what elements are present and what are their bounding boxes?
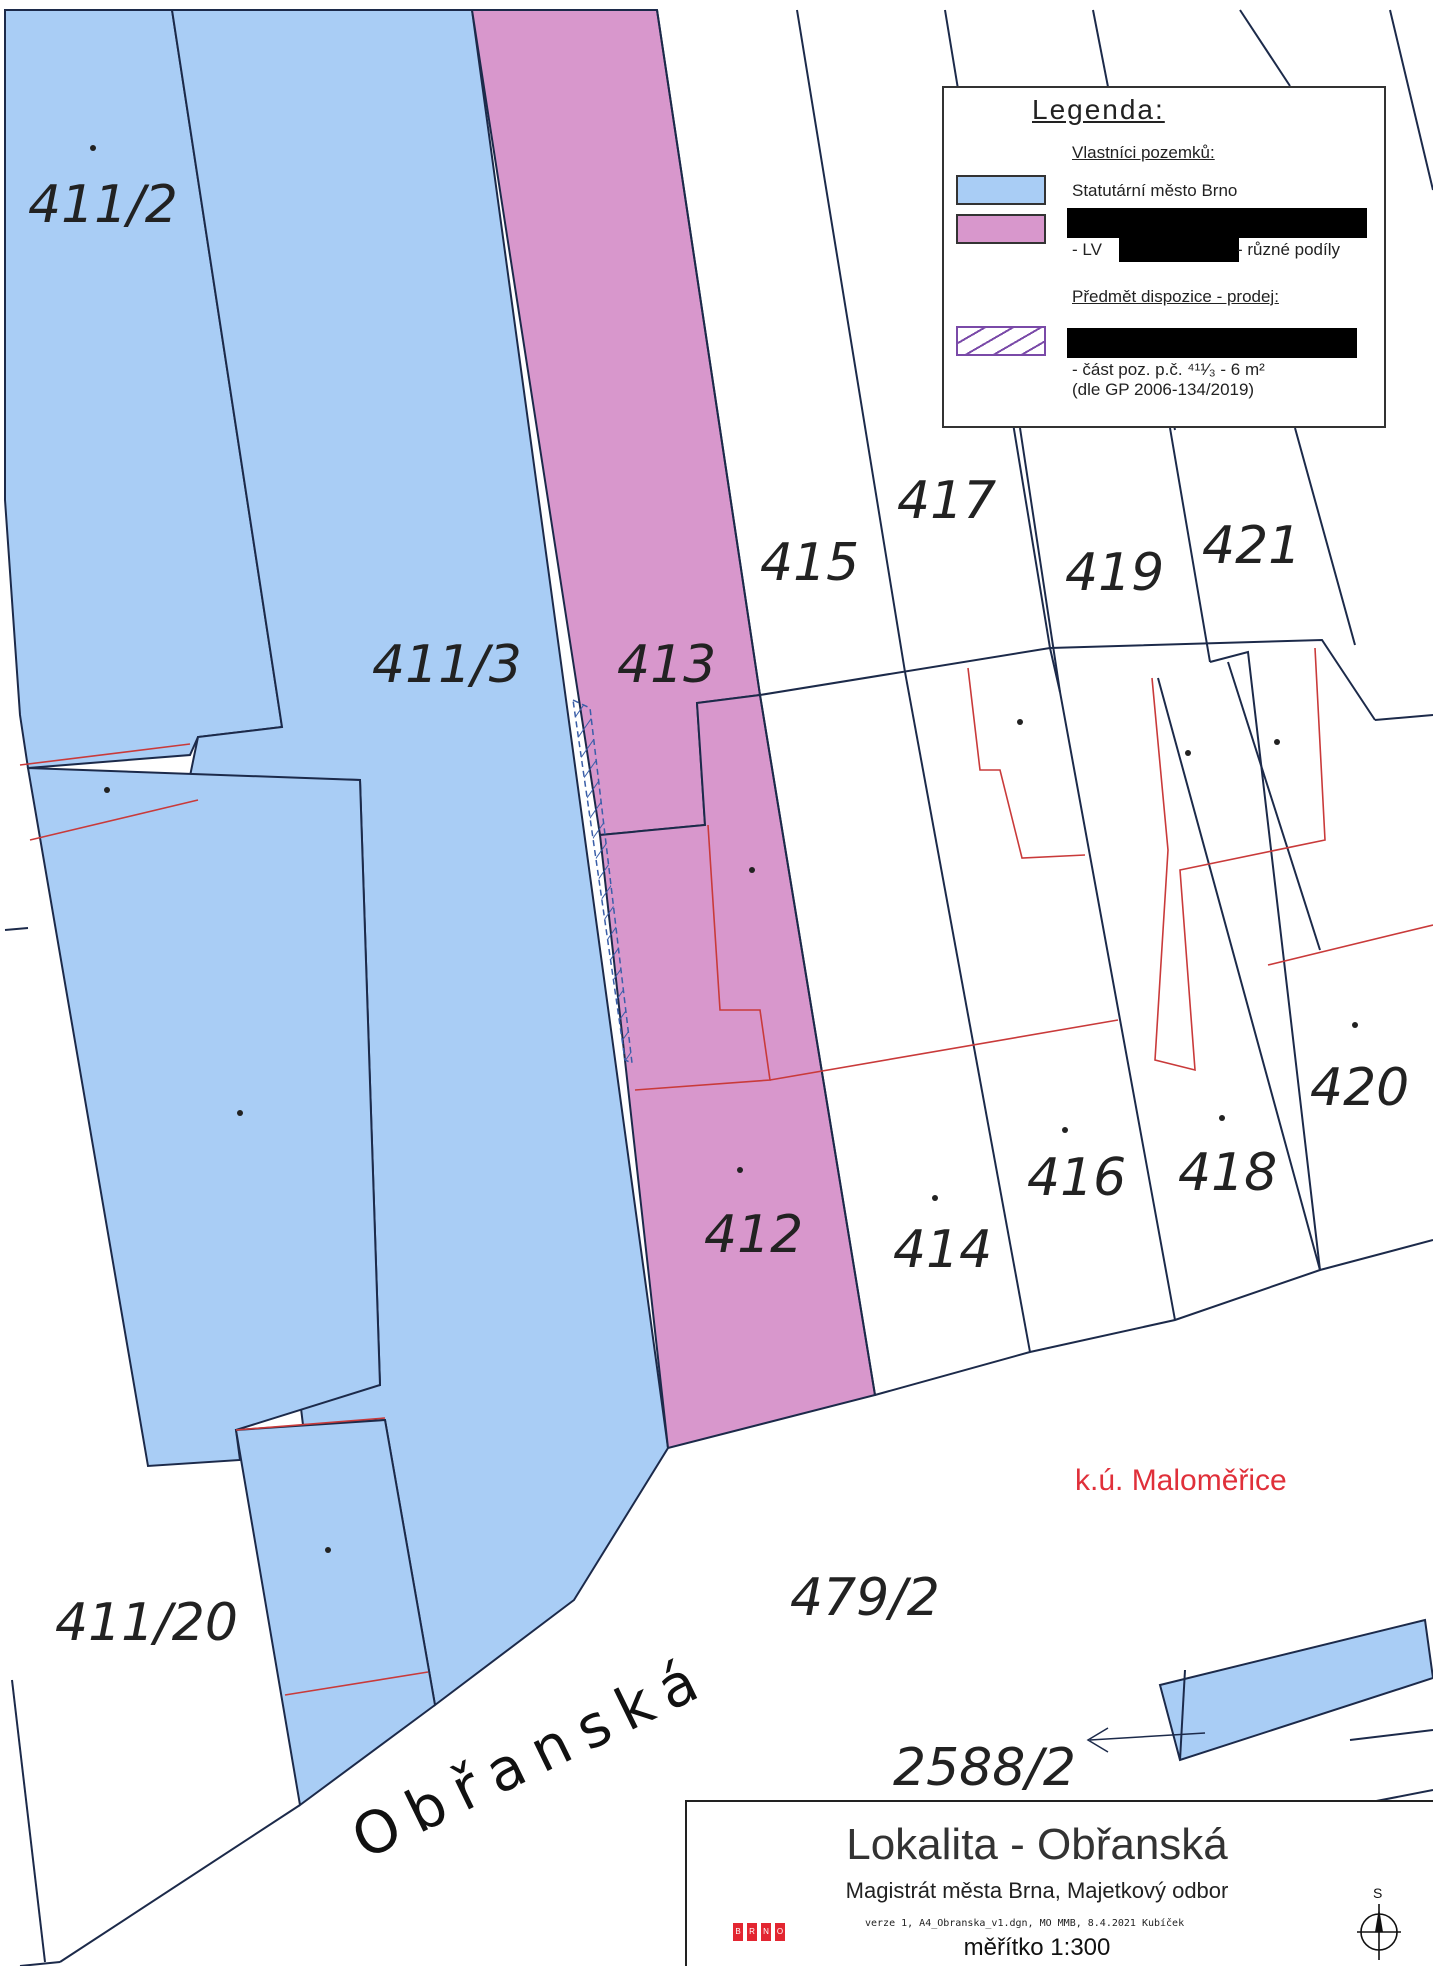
label-421: 421 xyxy=(1202,516,1301,576)
label-420: 420 xyxy=(1310,1058,1409,1118)
redacted-owner-name xyxy=(1067,208,1367,238)
label-2588-2: 2588/2 xyxy=(893,1738,1076,1798)
office-name: Magistrát města Brna, Majetkový odbor xyxy=(845,1878,1229,1903)
parcel-411-lower-area xyxy=(26,766,382,1468)
label-419: 419 xyxy=(1065,543,1164,603)
logo-letter: N xyxy=(761,1923,771,1941)
label-479-2: 479/2 xyxy=(790,1568,940,1628)
label-414: 414 xyxy=(893,1220,992,1280)
legend-subject-heading: Předmět dispozice - prodej: xyxy=(1072,287,1279,306)
building-lines xyxy=(19,647,1433,1696)
parcel-2588-2-area xyxy=(1158,1618,1433,1762)
legend-owner1: Statutární město Brno xyxy=(1072,181,1238,200)
label-418: 418 xyxy=(1178,1143,1277,1203)
legend-swatch-magenta xyxy=(956,214,1046,244)
legend-owners-heading: Vlastníci pozemků: xyxy=(1072,143,1215,162)
label-417: 417 xyxy=(897,471,996,531)
logo-letter: R xyxy=(747,1923,757,1941)
label-415: 415 xyxy=(760,533,859,593)
parcel-411-south-strip xyxy=(234,1418,437,1807)
parcel-points xyxy=(90,145,1358,1553)
version-note: verze 1, A4_Obranska_v1.dgn, MO MMB, 8.4… xyxy=(865,1918,1185,1929)
arrow-2588-2 xyxy=(1086,1727,1206,1753)
label-411-2: 411/2 xyxy=(28,175,178,235)
city-owned-parcels xyxy=(4,9,1433,1807)
label-413: 413 xyxy=(617,635,716,695)
label-411-3: 411/3 xyxy=(372,635,522,695)
legend-title: Legenda: xyxy=(1032,94,1165,125)
sale-subject-strip xyxy=(572,698,633,1065)
legend-swatch-blue xyxy=(956,175,1046,205)
cadastral-area: k.ú. Maloměřice xyxy=(1075,1464,1287,1497)
logo-letter: O xyxy=(775,1923,785,1941)
legend-owner2-suffix: - různé podíly xyxy=(1237,240,1340,259)
label-416: 416 xyxy=(1027,1148,1126,1208)
north-arrow-icon: S xyxy=(1357,1885,1401,1960)
map-title: Lokalita - Obřanská xyxy=(846,1820,1228,1869)
brno-logo-icon: B R N O xyxy=(733,1923,789,1941)
legend-swatch-hatch xyxy=(956,326,1046,356)
parcel-labels: 411/2 411/3 413 415 417 419 421 412 414 … xyxy=(28,175,1409,1798)
map-scale: měřítko 1:300 xyxy=(963,1934,1111,1961)
legend-owner2-lv: - LV xyxy=(1072,240,1102,259)
title-block: Lokalita - Obřanská Magistrát města Brna… xyxy=(685,1800,1433,1966)
redacted-lv-number xyxy=(1119,238,1239,262)
parcel-411-3-area xyxy=(170,9,670,1707)
logo-letter: B xyxy=(733,1923,743,1941)
north-label: S xyxy=(1373,1885,1382,1901)
label-412: 412 xyxy=(704,1205,803,1265)
legend-subject-line2: (dle GP 2006-134/2019) xyxy=(1072,380,1255,399)
legend: Legenda: Vlastníci pozemků: Statutární m… xyxy=(942,86,1386,428)
label-411-20: 411/20 xyxy=(55,1593,238,1653)
legend-subject-line1: - část poz. p.č. ⁴¹¹⁄₃ - 6 m² xyxy=(1072,360,1265,379)
redacted-buyer-name xyxy=(1067,328,1357,358)
parcel-outlines xyxy=(4,9,1433,1966)
